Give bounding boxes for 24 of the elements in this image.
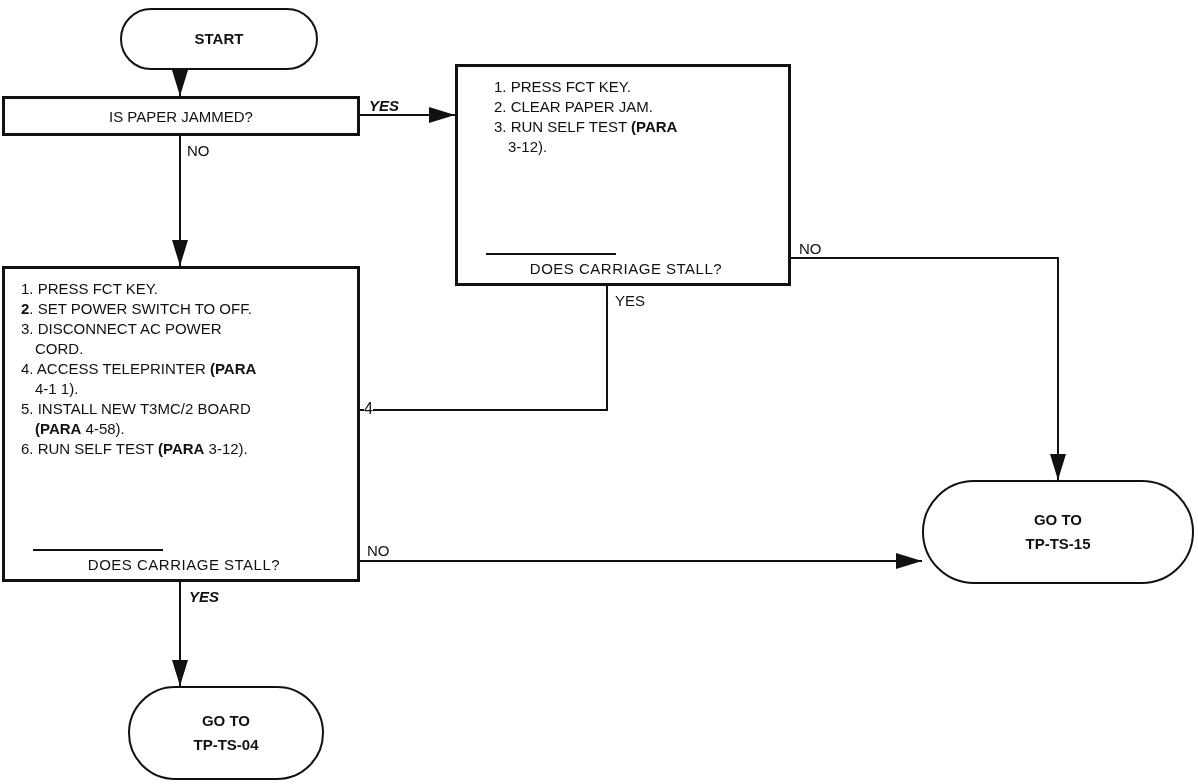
- step-text: 2. CLEAR PAPER JAM.: [494, 97, 654, 117]
- step-text: 1. PRESS FCT KEY.: [21, 279, 159, 299]
- arrow: [172, 69, 188, 97]
- step-text: 2. SET POWER SWITCH TO OFF.: [21, 299, 253, 319]
- arrow: [790, 257, 1066, 481]
- step-text: 6. RUN SELF TEST (PARA 3-12).: [21, 439, 249, 459]
- terminator-text: START: [193, 29, 245, 49]
- step-text: 5. INSTALL NEW T3MC/2 BOARD (PARA 4-58).: [21, 399, 252, 439]
- question-text: IS PAPER JAMMED?: [109, 107, 253, 125]
- arrow: [359, 107, 456, 123]
- process-box: [2, 266, 360, 582]
- step-text: 1. PRESS FCT KEY.: [494, 77, 632, 97]
- process-box: [455, 64, 791, 286]
- question-text: DOES CARRIAGE STALL?: [529, 259, 723, 279]
- step-text: 4. ACCESS TELEPRINTER (PARA 4-1 1).: [21, 359, 258, 399]
- terminator-text: GO TO TP-TS-04: [192, 711, 260, 755]
- step-text: 3. RUN SELF TEST (PARA 3-12).: [494, 117, 679, 157]
- decision-box: [2, 96, 360, 136]
- arrow: [172, 135, 188, 267]
- step-text: 3. DISCONNECT AC POWER CORD.: [21, 319, 223, 359]
- terminator-text: GO TO TP-TS-15: [1024, 510, 1092, 554]
- arrow: [359, 553, 923, 569]
- question-text: DOES CARRIAGE STALL?: [87, 555, 281, 575]
- arrow: [172, 581, 188, 687]
